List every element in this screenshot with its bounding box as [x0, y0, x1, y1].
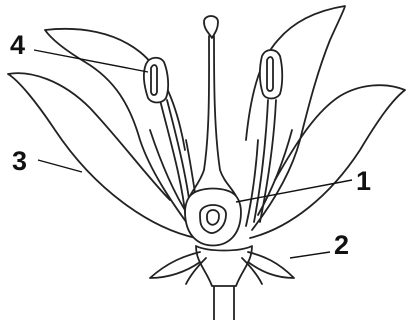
- label-anther: 4: [10, 30, 25, 60]
- petal-left-outer: [8, 73, 196, 238]
- petal-inner-left: [150, 130, 188, 215]
- stigma: [204, 16, 218, 38]
- anther-left: [144, 58, 168, 103]
- pistil: [185, 16, 241, 246]
- label-sepal: 2: [334, 230, 349, 260]
- leader-anther: [34, 50, 148, 72]
- petal-right-upper: [246, 6, 345, 230]
- label-petal: 3: [12, 146, 27, 176]
- ovary: [185, 189, 241, 246]
- leader-petal: [38, 160, 82, 172]
- label-ovary: 1: [356, 166, 371, 196]
- petal-right-outer: [250, 85, 405, 238]
- flower-stalk: [214, 285, 234, 320]
- receptacle: [196, 246, 252, 286]
- leader-sepal: [290, 252, 330, 258]
- style: [190, 36, 209, 196]
